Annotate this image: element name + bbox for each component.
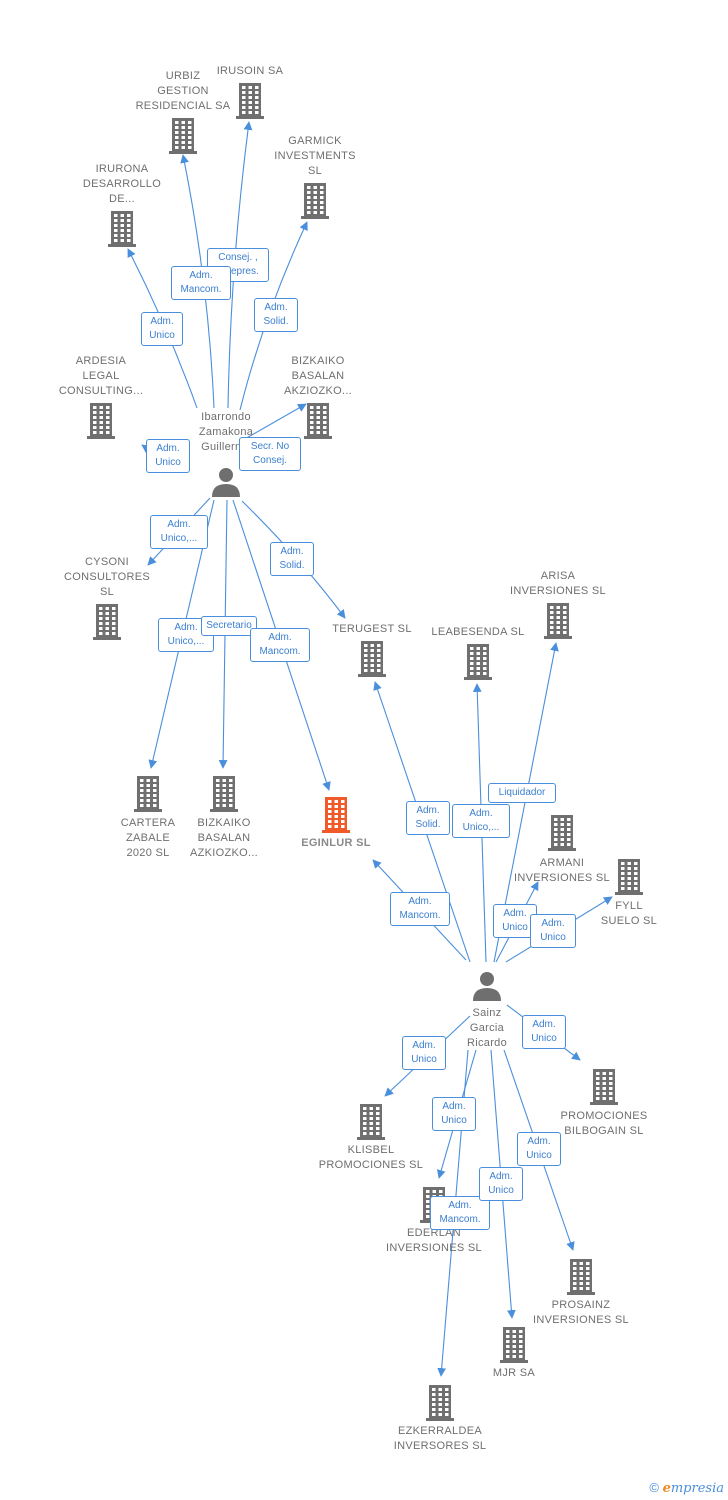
node-label: BIZKAIKO BASALAN AKZIOZKO...: [283, 355, 353, 397]
building-icon: [92, 604, 122, 645]
building-icon: [356, 1104, 386, 1145]
relationship-label[interactable]: Adm. Mancom.: [250, 628, 310, 662]
empresia-footer[interactable]: © empresia: [649, 1480, 724, 1496]
building-icon: [566, 1259, 596, 1300]
relationship-label[interactable]: Adm. Unico: [530, 914, 576, 948]
building-icon: [543, 603, 573, 644]
edges-layer: [127, 121, 613, 1377]
building-icon: [357, 641, 387, 682]
relationship-label[interactable]: Adm. Mancom.: [390, 892, 450, 926]
relationship-label[interactable]: Adm. Solid.: [270, 542, 314, 576]
copyright-symbol: ©: [649, 1480, 659, 1495]
building-icon: [321, 797, 351, 838]
relationship-label[interactable]: Liquidador: [488, 783, 556, 803]
person-icon: [471, 971, 503, 1006]
empresia-logo-e: e: [662, 1481, 671, 1496]
node-label: GARMICK INVESTMENTS SL: [274, 135, 356, 177]
relationship-label[interactable]: Adm. Unico: [432, 1097, 476, 1131]
node-label: URBIZ GESTION RESIDENCIAL SA: [135, 70, 231, 112]
node-label: ARISA INVERSIONES SL: [510, 570, 606, 597]
building-icon: [107, 211, 137, 252]
node-label: PROSAINZ INVERSIONES SL: [533, 1299, 629, 1326]
node-label: BIZKAIKO BASALAN AZKIOZKO...: [189, 817, 259, 859]
relationship-label[interactable]: Consej. , Vicepres.: [207, 248, 269, 282]
node-label: EGINLUR SL: [301, 837, 371, 849]
building-icon: [614, 859, 644, 900]
node-label: FYLL SUELO SL: [600, 900, 658, 927]
node-label: PROMOCIONES BILBOGAIN SL: [560, 1110, 648, 1137]
empresia-logo: empresia: [663, 1481, 724, 1496]
node-label: KLISBEL PROMOCIONES SL: [318, 1144, 424, 1171]
building-icon: [547, 815, 577, 856]
relationship-edge: [242, 403, 307, 441]
node-label: Sainz Garcia Ricardo: [466, 1007, 507, 1049]
node-label: Ibarrondo Zamakona Guillermo: [198, 411, 254, 453]
node-label: IRURONA DESARROLLO DE...: [82, 163, 162, 205]
relationship-label[interactable]: Adm. Unico: [141, 312, 183, 346]
node-label: EZKERRALDEA INVERSORES SL: [393, 1425, 487, 1452]
building-icon: [463, 644, 493, 685]
building-icon: [303, 403, 333, 444]
relationship-label[interactable]: Secretario: [201, 616, 257, 636]
building-icon: [499, 1327, 529, 1368]
building-icon: [209, 776, 239, 817]
node-label: TERUGEST SL: [332, 623, 412, 635]
relationship-label[interactable]: Adm. Unico,...: [452, 804, 510, 838]
node-label: ARDESIA LEGAL CONSULTING...: [58, 355, 144, 397]
building-icon: [589, 1069, 619, 1110]
relationship-label[interactable]: Secr. No Consej.: [239, 437, 301, 471]
relationship-label[interactable]: Adm. Unico: [402, 1036, 446, 1070]
node-label: EDERLAN INVERSIONES SL: [386, 1227, 482, 1254]
relationship-label[interactable]: Adm. Unico: [517, 1132, 561, 1166]
building-icon: [300, 183, 330, 224]
building-icon: [133, 776, 163, 817]
empresia-logo-text: mpresia: [670, 1481, 724, 1496]
person-icon: [210, 467, 242, 502]
node-label: LEABESENDA SL: [431, 626, 525, 638]
relationship-label[interactable]: Adm. Mancom.: [430, 1196, 490, 1230]
node-label: ARMANI INVERSIONES SL: [514, 857, 610, 884]
building-icon: [235, 83, 265, 124]
relationship-label[interactable]: Adm. Unico: [479, 1167, 523, 1201]
node-label: MJR SA: [492, 1367, 536, 1379]
relationship-label[interactable]: Adm. Unico: [522, 1015, 566, 1049]
relationship-label[interactable]: Adm. Solid.: [406, 801, 450, 835]
relationship-label[interactable]: Adm. Unico: [146, 439, 190, 473]
building-icon: [168, 118, 198, 159]
node-label: CARTERA ZABALE 2020 SL: [120, 817, 176, 859]
relationship-label[interactable]: Adm. Solid.: [254, 298, 298, 332]
node-label: CYSONI CONSULTORES SL: [63, 556, 151, 598]
building-icon: [425, 1385, 455, 1426]
relationship-label[interactable]: Adm. Unico,...: [150, 515, 208, 549]
building-icon: [86, 403, 116, 444]
relationship-label[interactable]: Adm. Mancom.: [171, 266, 231, 300]
node-label: IRUSOIN SA: [216, 65, 284, 77]
